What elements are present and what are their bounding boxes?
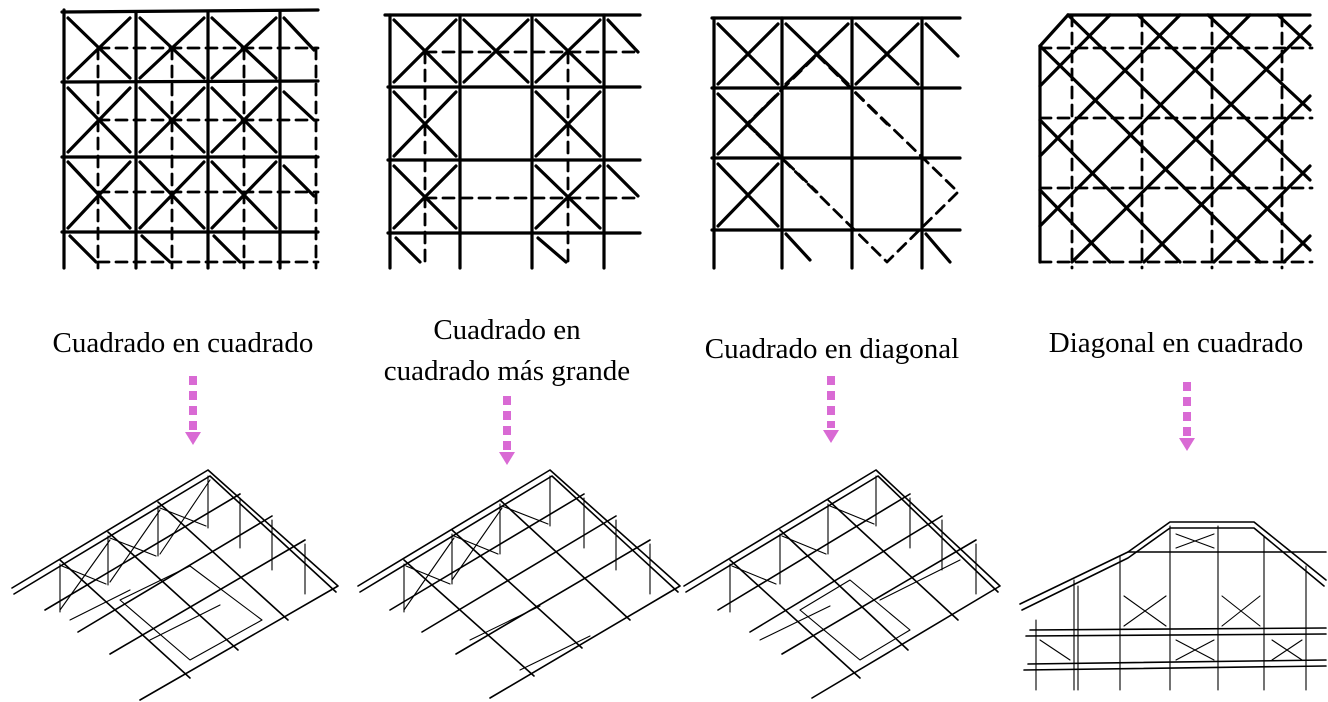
isometric-sketch-square-in-larger-square	[357, 469, 681, 699]
arrow-down-icon	[1179, 382, 1195, 451]
isometric-sketch-diagonal-in-square	[1019, 521, 1327, 691]
label-square-in-larger-square-line-2: cuadrado más grande	[384, 355, 630, 387]
label-square-on-diagonal: Cuadrado en diagonal	[705, 333, 959, 365]
plan-sketch-square-in-square	[60, 8, 320, 270]
label-square-in-larger-square-line-1: Cuadrado en	[433, 314, 581, 346]
arrow-down-icon	[823, 376, 839, 443]
arrow-down-icon	[499, 396, 515, 465]
label-square-in-square: Cuadrado en cuadrado	[53, 327, 314, 359]
isometric-sketch-square-in-square	[11, 469, 339, 701]
plan-sketch-diagonal-in-square	[1038, 13, 1314, 270]
label-diagonal-in-square: Diagonal en cuadrado	[1049, 327, 1303, 359]
isometric-sketch-square-on-diagonal	[683, 469, 1001, 699]
arrow-down-icon	[185, 376, 201, 445]
plan-sketch-square-in-larger-square	[383, 13, 642, 270]
plan-sketch-square-on-diagonal	[710, 16, 962, 270]
